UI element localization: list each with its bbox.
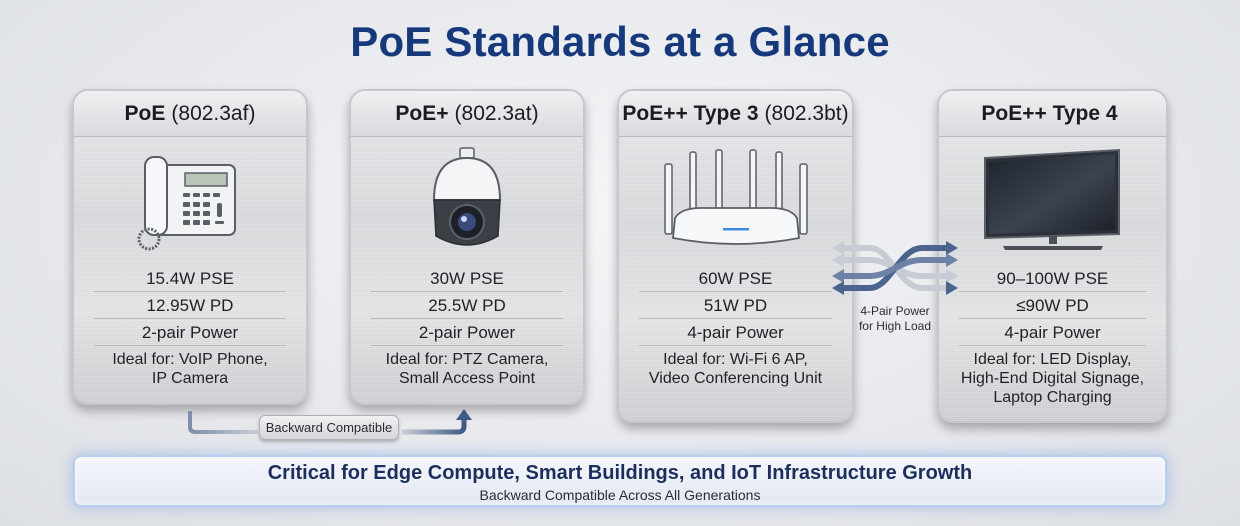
ideal-line: Small Access Point bbox=[398, 370, 536, 387]
backward-compatible-arrow-icon bbox=[188, 409, 472, 435]
ideal-line: Ideal for: LED Display, bbox=[973, 351, 1132, 368]
pd-value: 25.5W PD bbox=[371, 292, 563, 319]
ideal-line: Video Conferencing Unit bbox=[648, 370, 823, 387]
pairs-value: 4-pair Power bbox=[639, 319, 832, 346]
card-standard: (802.3at) bbox=[454, 101, 539, 125]
pd-value: ≤90W PD bbox=[959, 292, 1146, 319]
card-poe-af: PoE (802.3af) 15.4W PSE 12.95W PD 2-pair… bbox=[72, 89, 308, 405]
wifi-router-icon bbox=[619, 137, 852, 265]
card-name: PoE++ Type 4 bbox=[981, 101, 1118, 125]
card-standard: (802.3bt) bbox=[764, 101, 849, 125]
pse-value: 30W PSE bbox=[371, 265, 563, 292]
backward-compatible-badge: Backward Compatible bbox=[259, 415, 399, 440]
card-header: PoE+ (802.3at) bbox=[351, 91, 583, 137]
card-header: PoE++ Type 3 (802.3bt) bbox=[619, 91, 852, 137]
pairs-value: 2-pair Power bbox=[371, 319, 563, 346]
card-poe-at: PoE+ (802.3at) 30W PSE 25.5W PD 2-pair P… bbox=[349, 89, 585, 405]
card-poe-bt-type3: PoE++ Type 3 (802.3bt) 60W PSE 51W PD 4-… bbox=[617, 89, 854, 423]
ideal-line: Ideal for: VoIP Phone, bbox=[112, 351, 268, 368]
ideal-line: Ideal for: Wi-Fi 6 AP, bbox=[663, 351, 808, 368]
display-monitor-icon bbox=[939, 137, 1166, 265]
card-header: PoE++ Type 4 bbox=[939, 91, 1166, 137]
ideal-for: Ideal for: PTZ Camera, Small Access Poin… bbox=[371, 346, 563, 388]
pse-value: 15.4W PSE bbox=[94, 265, 286, 292]
pairs-value: 4-pair Power bbox=[959, 319, 1146, 346]
footer-banner: Critical for Edge Compute, Smart Buildin… bbox=[73, 455, 1167, 507]
pairs-value: 2-pair Power bbox=[94, 319, 286, 346]
card-standard: (802.3af) bbox=[171, 101, 256, 125]
card-poe-bt-type4: PoE++ Type 4 90–100W PSE ≤90W PD 4-pair … bbox=[937, 89, 1168, 423]
ideal-line: Laptop Charging bbox=[993, 389, 1112, 406]
card-name: PoE bbox=[124, 101, 166, 125]
ideal-for: Ideal for: Wi-Fi 6 AP, Video Conferencin… bbox=[639, 346, 832, 388]
four-pair-arrows-icon bbox=[832, 241, 958, 295]
page-title: PoE Standards at a Glance bbox=[350, 18, 890, 65]
pse-value: 90–100W PSE bbox=[959, 265, 1146, 292]
ideal-for: Ideal for: VoIP Phone, IP Camera bbox=[94, 346, 286, 388]
card-header: PoE (802.3af) bbox=[74, 91, 306, 137]
voip-phone-icon bbox=[74, 137, 306, 265]
card-name: PoE+ bbox=[395, 101, 449, 125]
ideal-line: High-End Digital Signage, bbox=[960, 370, 1145, 387]
ideal-line: IP Camera bbox=[151, 370, 229, 387]
four-pair-label-line: 4-Pair Power bbox=[860, 304, 930, 318]
card-name: PoE++ Type 3 bbox=[622, 101, 759, 125]
four-pair-label-line: for High Load bbox=[858, 319, 932, 333]
ptz-camera-icon bbox=[351, 137, 583, 265]
pse-value: 60W PSE bbox=[639, 265, 832, 292]
pd-value: 51W PD bbox=[639, 292, 832, 319]
banner-subtitle: Backward Compatible Across All Generatio… bbox=[479, 487, 761, 503]
pd-value: 12.95W PD bbox=[94, 292, 286, 319]
banner-title: Critical for Edge Compute, Smart Buildin… bbox=[267, 462, 973, 484]
ideal-for: Ideal for: LED Display, High-End Digital… bbox=[959, 346, 1146, 407]
four-pair-label: 4-Pair Power for High Load bbox=[845, 304, 945, 334]
ideal-line: Ideal for: PTZ Camera, bbox=[385, 351, 549, 368]
